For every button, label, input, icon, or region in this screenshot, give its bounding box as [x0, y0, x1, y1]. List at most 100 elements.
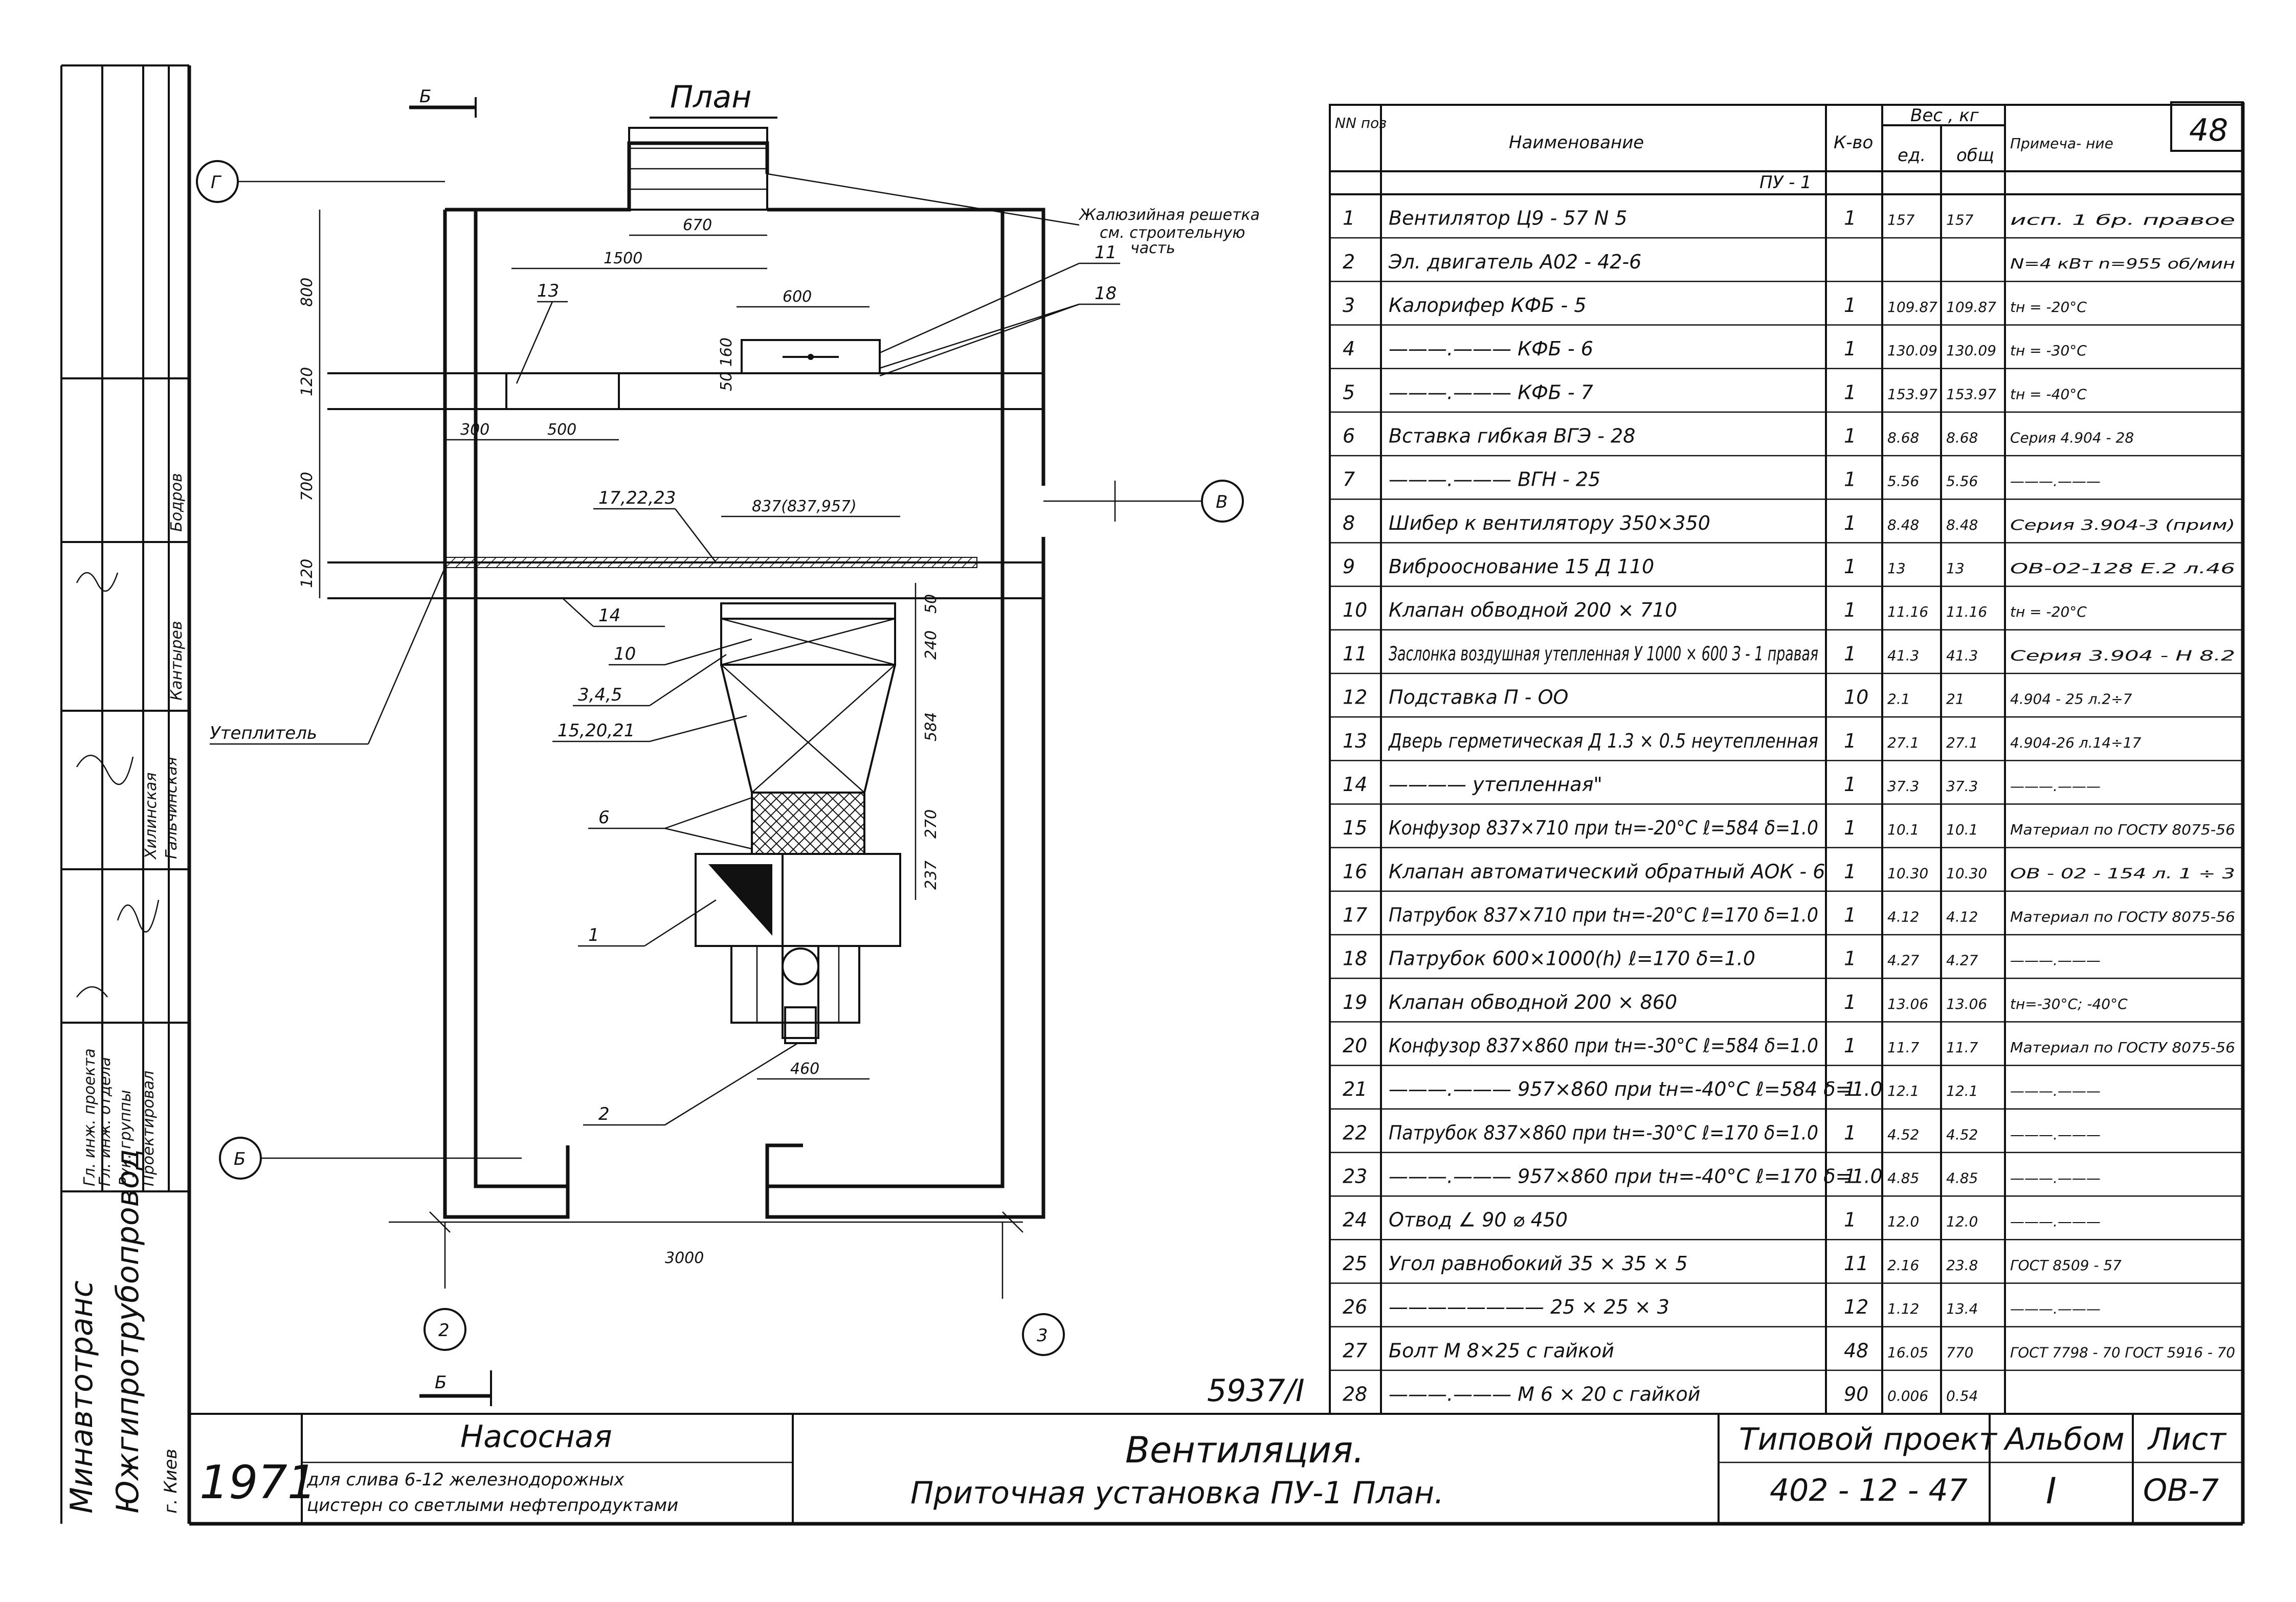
sheet-number: 48 — [2189, 112, 2228, 148]
stamp-year: 1971 — [199, 1456, 317, 1509]
th-weight: Вес , кг — [1910, 105, 1979, 126]
dim-800: 800 — [298, 278, 316, 307]
table-cell-note: ———.——— — [2010, 1170, 2101, 1187]
table-cell-note: Материал по ГОСТУ 8075-56 — [2010, 821, 2235, 838]
table-cell-name: Эл. двигатель А02 - 42-6 — [1388, 251, 1641, 273]
table-cell-name: ———.——— КФБ - 7 — [1389, 381, 1593, 403]
table-cell-pos: 21 — [1343, 1078, 1367, 1100]
table-cell-note: ———.——— — [2010, 778, 2101, 795]
table-cell-total: 11.7 — [1946, 1039, 1978, 1056]
table-cell-total: 21 — [1946, 691, 1965, 708]
table-cell-name: Болт М 8×25 с гайкой — [1389, 1339, 1614, 1362]
table-cell-qty: 1 — [1844, 773, 1856, 796]
table-cell-total: 4.12 — [1946, 908, 1978, 925]
table-cell-total: 13 — [1946, 560, 1965, 577]
table-cell-note: ———.——— — [2010, 1213, 2101, 1230]
table-cell-name: Виброоснование 15 Д 110 — [1389, 555, 1654, 578]
table-cell-note: ———.——— — [2010, 1300, 2101, 1317]
table-cell-pos: 19 — [1343, 991, 1367, 1013]
table-cell-qty: 48 — [1844, 1339, 1868, 1362]
pos-label-11: 11 — [1095, 242, 1117, 263]
table-cell-total: 13.06 — [1946, 996, 1987, 1012]
table-cell-qty: 1 — [1844, 860, 1856, 883]
table-cell-pos: 9 — [1343, 555, 1355, 578]
table-cell-unit: 41.3 — [1887, 647, 1919, 664]
dim-837: 837(837,957) — [752, 498, 857, 515]
dim-240: 240 — [922, 630, 940, 660]
table-cell-qty: 1 — [1844, 381, 1856, 403]
drawing-code: 5937/I — [1207, 1373, 1305, 1409]
table-cell-name: Вставка гибкая ВГЭ - 28 — [1389, 425, 1635, 447]
stamp-album-label: Альбом — [2003, 1422, 2125, 1457]
stamp-sheet-title2: Приточная установка ПУ-1 План. — [910, 1475, 1444, 1511]
table-cell-pos: 20 — [1343, 1034, 1367, 1057]
table-cell-note: 4.904-26 л.14÷17 — [2010, 734, 2141, 751]
table-cell-pos: 18 — [1343, 947, 1367, 970]
table-cell-note: ГОСТ 7798 - 70 ГОСТ 5916 - 70 — [2010, 1344, 2235, 1361]
side-role-2: Гл. инж. отдела — [96, 1057, 114, 1186]
table-cell-name: Калорифер КФБ - 5 — [1389, 294, 1587, 317]
table-cell-unit: 8.48 — [1887, 516, 1919, 533]
th-unit: ед. — [1898, 145, 1926, 166]
table-cell-name: ———.——— КФБ - 6 — [1389, 337, 1593, 360]
table-cell-pos: 1 — [1343, 207, 1355, 230]
table-cell-pos: 27 — [1343, 1339, 1367, 1362]
axis-3-label: 3 — [1037, 1325, 1048, 1346]
table-cell-unit: 5.56 — [1887, 473, 1919, 490]
section-mark-bottom: Б — [435, 1372, 447, 1393]
louver-label-1: Жалюзийная решетка — [1078, 206, 1260, 224]
table-cell-total: 5.56 — [1946, 473, 1978, 490]
side-signature-strip: Гл. инж. проекта Гл. инж. отдела Рук. гр… — [60, 65, 189, 1524]
table-cell-qty: 90 — [1844, 1383, 1868, 1405]
table-cell-pos: 24 — [1343, 1209, 1367, 1231]
table-cell-qty: 11 — [1844, 1252, 1868, 1275]
table-cell-qty: 1 — [1844, 425, 1856, 447]
table-cell-note: ГОСТ 8509 - 57 — [2010, 1257, 2122, 1274]
table-cell-qty: 1 — [1844, 468, 1856, 491]
side-name-2: Хилинская — [142, 773, 160, 860]
th-pos: NN поз — [1335, 115, 1387, 131]
stamp-project-label: Типовой проект — [1739, 1422, 1998, 1457]
th-note: Примеча- ние — [2010, 135, 2113, 152]
table-cell-total: 37.3 — [1946, 778, 1978, 795]
stamp-object-title: Насосная — [460, 1419, 612, 1455]
table-cell-unit: 27.1 — [1887, 734, 1919, 751]
table-cell-total: 153.97 — [1946, 386, 1996, 402]
pos-label-6: 6 — [598, 807, 610, 828]
table-cell-name: Отвод ∠ 90 ⌀ 450 — [1389, 1209, 1568, 1231]
table-cell-name: ———.——— М 6 × 20 с гайкой — [1389, 1383, 1700, 1405]
table-cell-name: Патрубок 837×710 при tн=-20°С ℓ=170 δ=1.… — [1389, 904, 1818, 926]
table-cell-qty: 1 — [1844, 512, 1856, 534]
table-cell-total: 10.30 — [1946, 865, 1987, 882]
dim-120a: 120 — [298, 367, 316, 396]
table-cell-note: ———.——— — [2010, 473, 2101, 490]
table-cell-unit: 157 — [1887, 212, 1915, 229]
table-cell-unit: 12.1 — [1887, 1082, 1919, 1099]
table-cell-total: 12.1 — [1946, 1082, 1978, 1099]
table-cell-unit: 4.12 — [1887, 908, 1919, 925]
table-cell-name: Дверь герметическая Д 1.3 × 0.5 неутепле… — [1388, 730, 1818, 752]
side-name-3: Гальчинская — [163, 757, 181, 859]
table-cell-pos: 7 — [1343, 468, 1355, 491]
pos-label-15-20-21: 15,20,21 — [558, 720, 635, 741]
dim-3000: 3000 — [665, 1249, 704, 1267]
table-cell-unit: 13.06 — [1887, 996, 1928, 1012]
table-cell-qty: 1 — [1844, 1034, 1856, 1057]
table-cell-note: tн = -20°С — [2010, 603, 2087, 620]
dim-120b: 120 — [298, 559, 316, 588]
table-cell-pos: 16 — [1343, 860, 1367, 883]
table-cell-qty: 1 — [1844, 1121, 1856, 1144]
louver-label-2: см. строительную — [1100, 224, 1245, 242]
table-cell-total: 4.85 — [1946, 1170, 1978, 1187]
table-cell-pos: 5 — [1343, 381, 1355, 403]
table-cell-note: N=4 кВт n=955 об/мин — [2010, 255, 2235, 272]
side-name-1: Бодров — [168, 473, 186, 532]
table-cell-total: 8.68 — [1946, 430, 1978, 446]
table-cell-name: Клапан обводной 200 × 860 — [1389, 991, 1677, 1013]
title-block: 1971 Насосная для слива 6-12 железнодоро… — [189, 1413, 2243, 1524]
dim-50b: 50 — [922, 594, 940, 614]
table-cell-note: tн = -40°С — [2010, 386, 2087, 402]
table-cell-pos: 2 — [1343, 251, 1355, 273]
